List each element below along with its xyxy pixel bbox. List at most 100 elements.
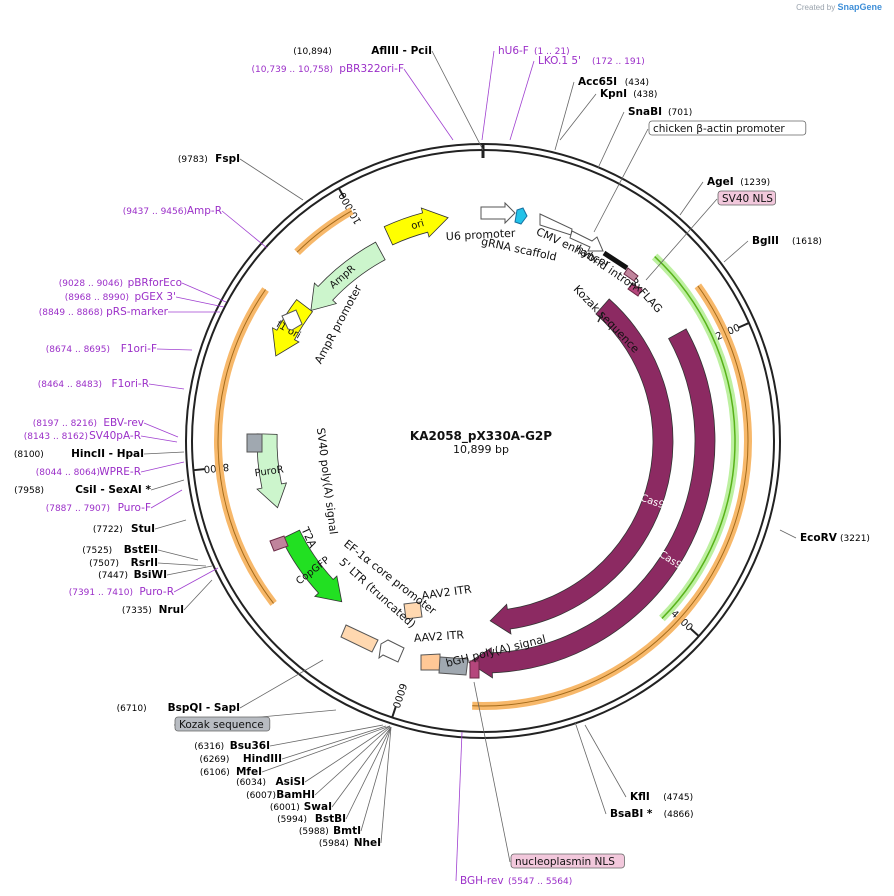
site-position: (7391 .. 7410) (69, 588, 133, 598)
site-leader (157, 562, 207, 567)
site-leader (331, 726, 392, 808)
site-box (510, 853, 625, 869)
site-enzyme: Bsu36I(6316) (194, 740, 270, 752)
site-name: hU6-F (498, 45, 529, 57)
site-name: SwaI (304, 801, 332, 813)
site-enzyme: SwaI(6001) (270, 801, 332, 813)
site-leader (431, 50, 484, 151)
site-name: pRS-marker (106, 306, 169, 318)
site-name: HindIII (243, 753, 282, 765)
site-leader (559, 93, 597, 141)
site-position: (438) (633, 90, 657, 100)
site-position: (8968 .. 8990) (65, 293, 129, 303)
site-position: (172 .. 191) (592, 57, 645, 67)
ruler-tick (738, 322, 750, 329)
site-position: (9437 .. 9456) (123, 207, 187, 217)
ruler-tick (193, 468, 205, 472)
site-leader (156, 348, 193, 351)
site-name: WPRE-R (99, 466, 141, 478)
site-leader (281, 725, 387, 760)
site-position: (7447) (98, 571, 128, 581)
site-leader (645, 198, 718, 281)
site-leader (140, 461, 185, 473)
site-leader (239, 158, 304, 201)
site-leader (380, 726, 392, 844)
site-position: (8464 .. 8483) (38, 380, 102, 390)
site-leader (473, 681, 511, 863)
site-leader-lines (140, 50, 797, 882)
site-enzyme: BstEII(7525) (82, 544, 158, 556)
site-name: Puro-R (139, 586, 174, 598)
site-leader (360, 726, 392, 832)
t2a-tag (269, 535, 289, 552)
site-name: BstBI (315, 813, 346, 825)
site-enzyme: AflIII - PciI(10,894) (293, 45, 432, 57)
site-name: BsiWI (134, 569, 167, 581)
site-name: Amp-R (187, 205, 222, 217)
site-box (648, 120, 807, 136)
feature-arrow-puror (256, 433, 288, 509)
site-boxed: chicken β-actin promoter (648, 120, 807, 136)
site-leader (314, 726, 391, 796)
site-leader (584, 724, 627, 798)
site-position: (6106) (200, 768, 230, 778)
aav2-itr-label-2: AAV2 ITR (413, 628, 464, 645)
site-name: AsiSI (276, 776, 305, 788)
kozak-tick (597, 311, 604, 323)
site-position: (1239) (740, 178, 770, 188)
site-enzyme: BamHI(6007) (246, 789, 315, 801)
site-leader (269, 724, 384, 747)
site-enzyme: BstBI(5994) (277, 813, 346, 825)
site-name: BGH-rev (460, 875, 504, 887)
aav2-itr-box-2 (420, 653, 441, 671)
site-leader (148, 383, 185, 390)
site-leader (403, 68, 454, 141)
site-box (717, 190, 776, 206)
site-primer: LKO.1 5'(172 .. 191) (538, 55, 645, 67)
site-enzyme: AgeI (1239) (707, 176, 770, 188)
site-name: nucleoplasmin NLS (515, 856, 615, 868)
site-name: Bsu36I (230, 740, 270, 752)
feature-label-puror: PuroR (254, 464, 284, 479)
site-leader (593, 128, 649, 233)
created-by-text: Created by (796, 3, 836, 12)
site-leader (150, 489, 183, 509)
feature-arrow-ori (383, 207, 449, 246)
site-enzyme: KflI(4745) (630, 791, 693, 803)
site-leader (173, 567, 219, 593)
site-position: (9028 .. 9046) (59, 279, 123, 289)
site-enzyme: RsrII(7507) (89, 557, 158, 569)
feature-arrow-cas9inner (468, 328, 716, 679)
site-primer: F1ori-R(8464 .. 8483) (38, 378, 149, 390)
site-position: (9783) (178, 155, 208, 165)
site-name: pGEX 3' (134, 291, 176, 303)
site-position: (6269) (199, 755, 229, 765)
site-leader (261, 725, 391, 773)
site-name: BglII (752, 235, 779, 247)
site-primer: Amp-R(9437 .. 9456) (123, 205, 222, 217)
site-labels: AflIII - PciI(10,894) pBR322ori-F(10,739 … (14, 45, 870, 887)
site-leader (150, 479, 185, 491)
orange-band-line (472, 285, 749, 707)
nls-tag (627, 283, 643, 297)
site-primer: pBR322ori-F(10,739 .. 10,758) (252, 63, 404, 75)
site-pinkbox: nucleoplasmin NLS (510, 853, 625, 869)
nucleoplasmin-tag (469, 660, 480, 679)
site-position: (1 .. 21) (534, 47, 570, 57)
site-position: (8849 .. 8868) (39, 308, 103, 318)
orange-band-line (217, 289, 274, 604)
site-position: (7525) (82, 546, 112, 556)
site-name: Kozak sequence (179, 719, 264, 731)
site-enzyme: HincII - HpaI(8100) (14, 448, 144, 460)
site-name: KflI (630, 791, 650, 803)
site-primer: hU6-F (1 .. 21) (498, 45, 570, 57)
site-position: (434) (625, 78, 649, 88)
site-position: (5984) (319, 839, 349, 849)
site-position: (3221) (840, 534, 870, 544)
site-position: (701) (668, 108, 692, 118)
site-position: (8044 .. 8064) (36, 468, 100, 478)
site-position: (8197 .. 8216) (33, 419, 97, 429)
site-leader (154, 519, 187, 530)
site-position: (5547 .. 5564) (508, 877, 572, 887)
site-name: AgeI (707, 176, 734, 188)
